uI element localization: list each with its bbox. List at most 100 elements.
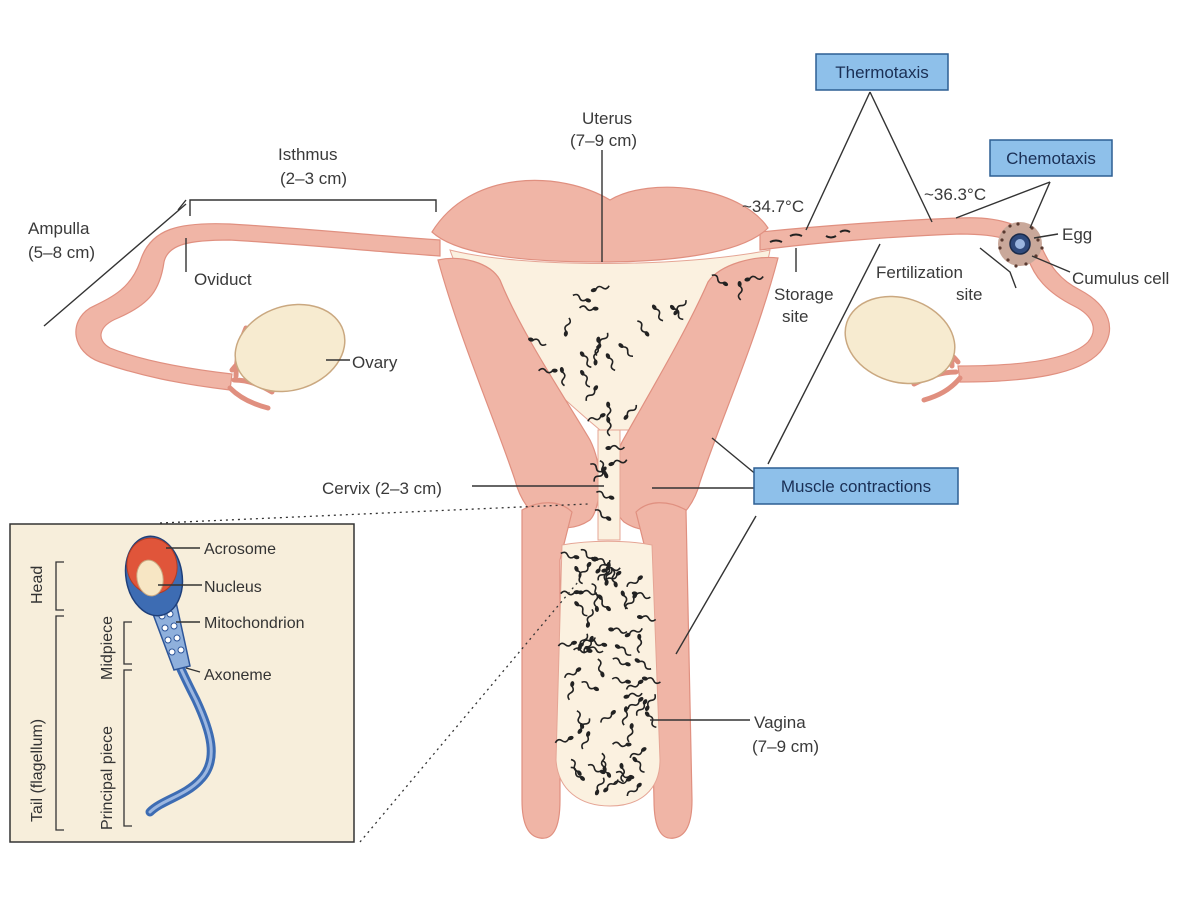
cumulus-dots [998, 222, 1044, 268]
sperm-cell [641, 676, 661, 685]
uterine-fundus [431, 179, 769, 263]
sperm-inset: Acrosome Nucleus Mitochondrion Axoneme H… [9, 523, 355, 843]
sperm-cell [603, 779, 619, 793]
sperm-cell [594, 509, 612, 521]
vagina [521, 502, 693, 839]
ovary-label: Ovary [352, 353, 398, 372]
sperm-cell [623, 692, 643, 699]
thermotaxis-label: Thermotaxis [835, 63, 929, 82]
muscle-contractions-label: Muscle contractions [781, 477, 931, 496]
sperm-cell [611, 676, 631, 684]
sperm-cell [605, 444, 625, 451]
cumulus-cell-label: Cumulus cell [1072, 269, 1169, 288]
sperm-cell [611, 741, 632, 748]
sperm-cell [626, 782, 642, 797]
isthmus-label: Isthmus [278, 145, 338, 164]
sperm-cell [604, 570, 622, 583]
storage-site-label: Storage [774, 285, 834, 304]
cervix-sperm [590, 444, 628, 521]
sperm-cell [585, 385, 599, 401]
oviduct-label: Oviduct [194, 270, 252, 289]
cervix-label: Cervix (2–3 cm) [322, 479, 442, 498]
sperm-cell [644, 693, 657, 712]
sperm-cell [590, 285, 610, 293]
sperm-cell [744, 275, 764, 282]
egg-nucleus [1015, 239, 1025, 249]
sperm-cell [560, 590, 580, 596]
head-label: Head [29, 566, 46, 604]
sperm-cell [651, 304, 664, 322]
right-ovary [844, 295, 956, 385]
fertilization-site-label-2: site [956, 285, 982, 304]
nucleus-label: Nucleus [204, 579, 262, 596]
sperm-cell [608, 459, 628, 467]
principal-piece-label: Principal piece [99, 726, 116, 830]
sperm-cell [621, 706, 629, 726]
uterine-left-wall [437, 257, 600, 529]
sperm-cell [614, 644, 632, 656]
left-ovary [234, 303, 346, 393]
sperm-cell [737, 280, 743, 301]
sperm-cell [579, 351, 592, 368]
sperm-cell [587, 763, 606, 775]
temperature-left: ~34.7°C [742, 197, 804, 216]
sperm-cell [590, 463, 607, 475]
sperm-cell [636, 615, 657, 622]
sperm-cell [579, 305, 599, 312]
chemotaxis-label: Chemotaxis [1006, 149, 1096, 168]
sperm-cell [594, 336, 601, 357]
sperm-cell [594, 777, 605, 796]
sperm-cell [592, 556, 611, 567]
sperm-cell [637, 320, 650, 337]
sperm-cell [626, 575, 643, 587]
sperm-cell [600, 710, 616, 723]
ampulla-length: (5–8 cm) [28, 243, 95, 262]
vagina-length: (7–9 cm) [752, 737, 819, 756]
nucleus-oval [136, 559, 164, 597]
callout-chemotaxis: Chemotaxis [989, 139, 1113, 177]
mitochondrion-label: Mitochondrion [204, 615, 305, 632]
egg-label: Egg [1062, 225, 1092, 244]
sperm-cell [608, 627, 628, 634]
sperm-cell [644, 711, 657, 729]
vagina-label: Vagina [754, 713, 806, 732]
sperm-cell [623, 404, 638, 420]
storage-site-label-2: site [782, 307, 808, 326]
midpiece-label: Midpiece [99, 616, 116, 680]
sperm-cell [606, 401, 612, 422]
inset-connectors [159, 503, 589, 843]
sperm-cell [559, 366, 566, 387]
sperm-cell [711, 274, 729, 287]
sperm-cell [563, 667, 582, 679]
sperm-cell [560, 551, 580, 560]
sperm-cell [581, 680, 600, 692]
uterus-label: Uterus [582, 109, 632, 128]
acrosome-label: Acrosome [204, 541, 276, 558]
sperm-cell [587, 413, 606, 422]
callout-muscle-contractions: Muscle contractions [753, 467, 959, 505]
inset-leader-lines [158, 547, 202, 673]
callout-thermotaxis: Thermotaxis [815, 53, 949, 91]
sperm-cell [624, 628, 643, 638]
sperm-cell [581, 731, 591, 750]
sperm-cell [636, 633, 643, 654]
sperm-cell [625, 679, 644, 690]
isthmus-length: (2–3 cm) [280, 169, 347, 188]
fertilization-site-label: Fertilization [876, 263, 963, 282]
sperm-cell [572, 293, 592, 303]
uterus-sperm [528, 274, 764, 437]
sperm-cell [528, 337, 547, 347]
ampulla-label: Ampulla [28, 219, 90, 238]
sperm-cell [597, 596, 611, 612]
sperm-cell [578, 637, 596, 648]
sperm-cell [563, 317, 572, 337]
sperm-cell [612, 657, 631, 667]
sperm-cell [629, 747, 647, 759]
sperm-cell [605, 353, 616, 372]
sperm-cell [626, 723, 634, 743]
sperm-cell [597, 658, 605, 678]
sperm-cell [634, 658, 652, 670]
sperm-cell [574, 601, 588, 617]
